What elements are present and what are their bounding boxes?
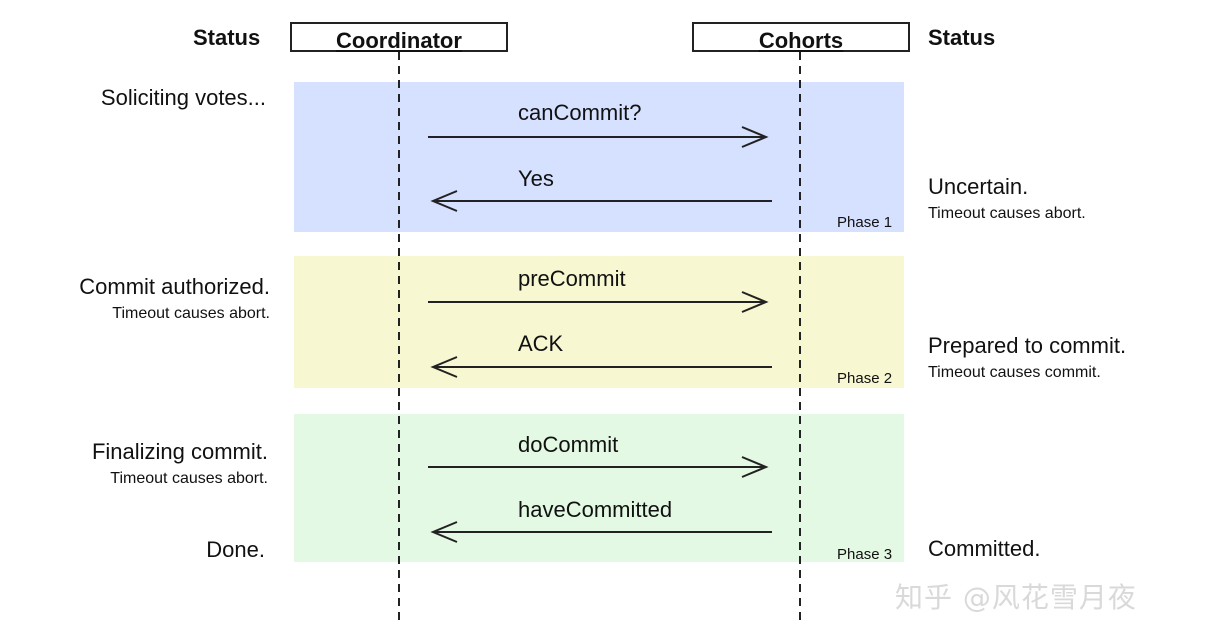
- arrow-ack: [430, 356, 772, 378]
- message-label: haveCommitted: [518, 497, 673, 522]
- arrow-yes: [430, 190, 772, 212]
- message-label: preCommit: [518, 266, 626, 291]
- cohort-status-prepared-note: Timeout causes commit.: [928, 364, 1101, 381]
- cohort-status-uncertain: Uncertain.: [928, 174, 1029, 199]
- coordinator-box: Coordinator: [290, 22, 508, 53]
- coordinator-status-finalizing: Finalizing commit.: [91, 439, 268, 464]
- message-label: canCommit?: [518, 100, 642, 125]
- watermark: 知乎 @风花雪月夜: [895, 581, 1137, 614]
- phase-1-box: [294, 82, 904, 232]
- phase-3-box: [294, 414, 904, 562]
- message-label: ACK: [518, 331, 564, 356]
- status-header-left: Status: [193, 25, 261, 50]
- arrow-cancommit: [428, 126, 769, 148]
- arrow-havecommitted: [430, 521, 772, 543]
- phase-label: Phase 1: [837, 214, 893, 231]
- status-header-right: Status: [928, 25, 996, 50]
- coordinator-status-soliciting: Soliciting votes...: [100, 85, 266, 110]
- phase-label: Phase 2: [837, 370, 893, 387]
- arrow-precommit: [428, 291, 769, 313]
- cohorts-box: Cohorts: [692, 22, 910, 53]
- coordinator-status-authorized-note: Timeout causes abort.: [112, 305, 270, 322]
- message-label: Yes: [518, 166, 554, 191]
- phase-label: Phase 3: [837, 546, 893, 563]
- coordinator-status-finalizing-note: Timeout causes abort.: [110, 470, 268, 487]
- cohort-status-uncertain-note: Timeout causes abort.: [928, 205, 1086, 222]
- coordinator-status-done: Done.: [206, 537, 265, 562]
- cohort-status-committed: Committed.: [928, 536, 1041, 561]
- message-label: doCommit: [518, 432, 619, 457]
- cohort-status-prepared: Prepared to commit.: [928, 333, 1127, 358]
- arrow-docommit: [428, 456, 769, 478]
- coordinator-status-authorized: Commit authorized.: [79, 274, 270, 299]
